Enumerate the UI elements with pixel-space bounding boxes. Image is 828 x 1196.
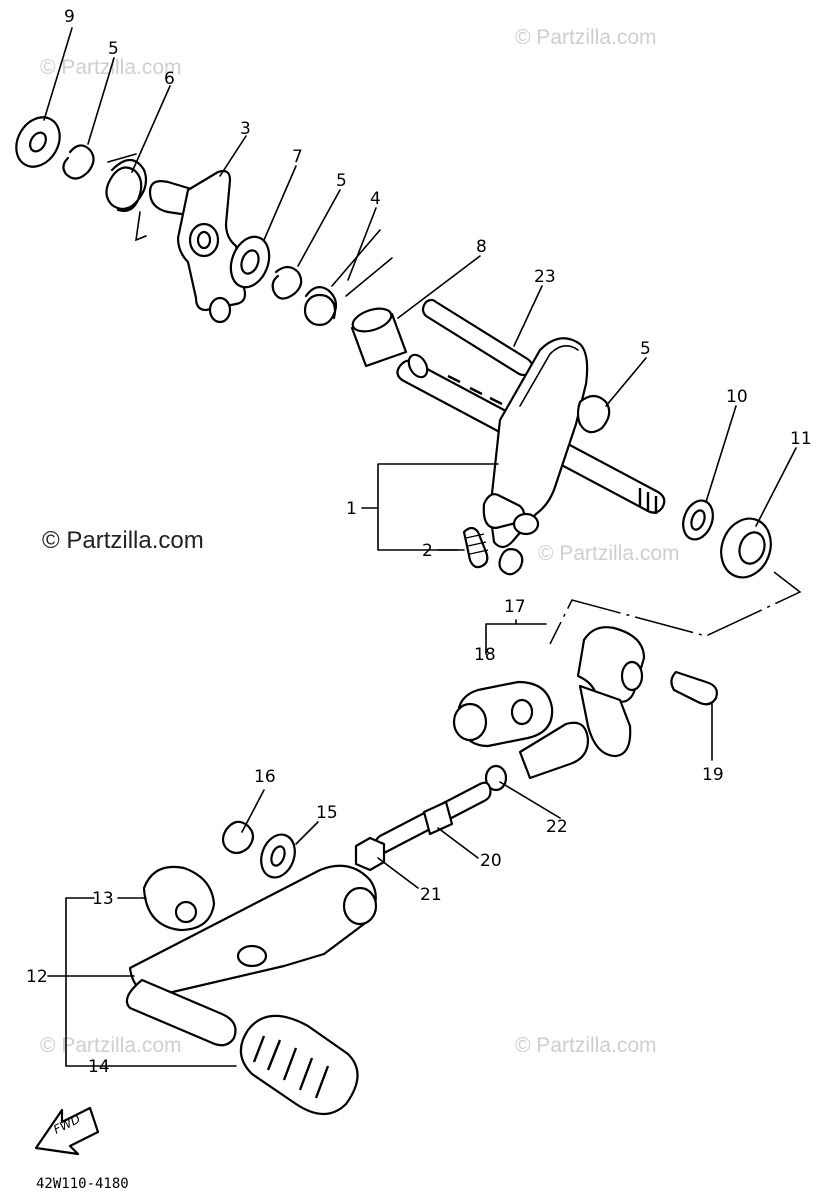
- part-22-nut[interactable]: [484, 764, 508, 792]
- callout-5-upper: 5: [108, 39, 119, 59]
- callout-14: 14: [88, 1057, 110, 1077]
- part-11-oil-seal[interactable]: [713, 512, 779, 585]
- part-14-rubber[interactable]: [239, 1014, 359, 1116]
- part-21-nut[interactable]: [354, 836, 386, 872]
- part-19-bolt[interactable]: [670, 670, 718, 706]
- callout-6: 6: [164, 69, 175, 89]
- watermark-bottom-left: © Partzilla.com: [40, 1034, 182, 1057]
- part-5-circlip-upper[interactable]: [62, 144, 95, 180]
- callout-10: 10: [726, 387, 748, 407]
- callout-4: 4: [370, 189, 381, 209]
- callout-19: 19: [702, 765, 724, 785]
- routing-line: [549, 571, 802, 645]
- callout-2: 2: [422, 541, 433, 561]
- callout-21: 21: [420, 885, 442, 905]
- part-7-washer[interactable]: [224, 231, 276, 292]
- part-18-ball-joint[interactable]: [452, 680, 554, 748]
- part-10-washer[interactable]: [678, 496, 718, 543]
- callout-16: 16: [254, 767, 276, 787]
- callout-1: 1: [346, 499, 357, 519]
- part-2-spring[interactable]: [462, 526, 489, 569]
- forward-arrow-icon: FWD: [34, 1106, 100, 1156]
- part-23-pin[interactable]: [421, 298, 534, 377]
- callout-8: 8: [476, 237, 487, 257]
- callout-5-lower: 5: [640, 339, 651, 359]
- callout-18: 18: [474, 645, 496, 665]
- callout-11: 11: [790, 429, 812, 449]
- callout-22: 22: [546, 817, 568, 837]
- leader-lines: [43, 27, 797, 1067]
- part-4-spring[interactable]: [303, 229, 393, 326]
- watermark-middle-right: © Partzilla.com: [538, 542, 680, 565]
- part-20-adjuster-rod[interactable]: [374, 781, 492, 855]
- part-1-shift-shaft[interactable]: [396, 337, 666, 576]
- part-16-circlip[interactable]: [221, 820, 255, 855]
- watermark-top-right: © Partzilla.com: [515, 26, 657, 49]
- part-9-washer[interactable]: [8, 109, 69, 174]
- callout-12: 12: [26, 967, 48, 987]
- part-8-collar[interactable]: [350, 304, 408, 368]
- part-13-ball-joint[interactable]: [142, 865, 216, 932]
- watermark-middle-left: © Partzilla.com: [42, 527, 204, 554]
- part-5-circlip-lower[interactable]: [576, 394, 611, 434]
- callout-7: 7: [292, 147, 303, 167]
- part-6-return-spring[interactable]: [105, 153, 148, 242]
- callout-9: 9: [64, 7, 75, 27]
- part-12-shift-pedal[interactable]: [125, 864, 378, 1047]
- watermark-bottom-right: © Partzilla.com: [515, 1034, 657, 1057]
- part-5-circlip-middle[interactable]: [271, 265, 303, 300]
- callout-15: 15: [316, 803, 338, 823]
- callout-17: 17: [504, 597, 526, 617]
- callout-3: 3: [240, 119, 251, 139]
- part-3-shift-arm[interactable]: [148, 169, 247, 324]
- callout-5-middle: 5: [336, 171, 347, 191]
- callout-23: 23: [534, 267, 556, 287]
- part-15-washer[interactable]: [255, 830, 300, 882]
- callout-20: 20: [480, 851, 502, 871]
- part-17-shift-lever-joint[interactable]: [518, 626, 646, 780]
- callout-13: 13: [92, 889, 114, 909]
- diagram-code: 42W110-4180: [36, 1176, 129, 1192]
